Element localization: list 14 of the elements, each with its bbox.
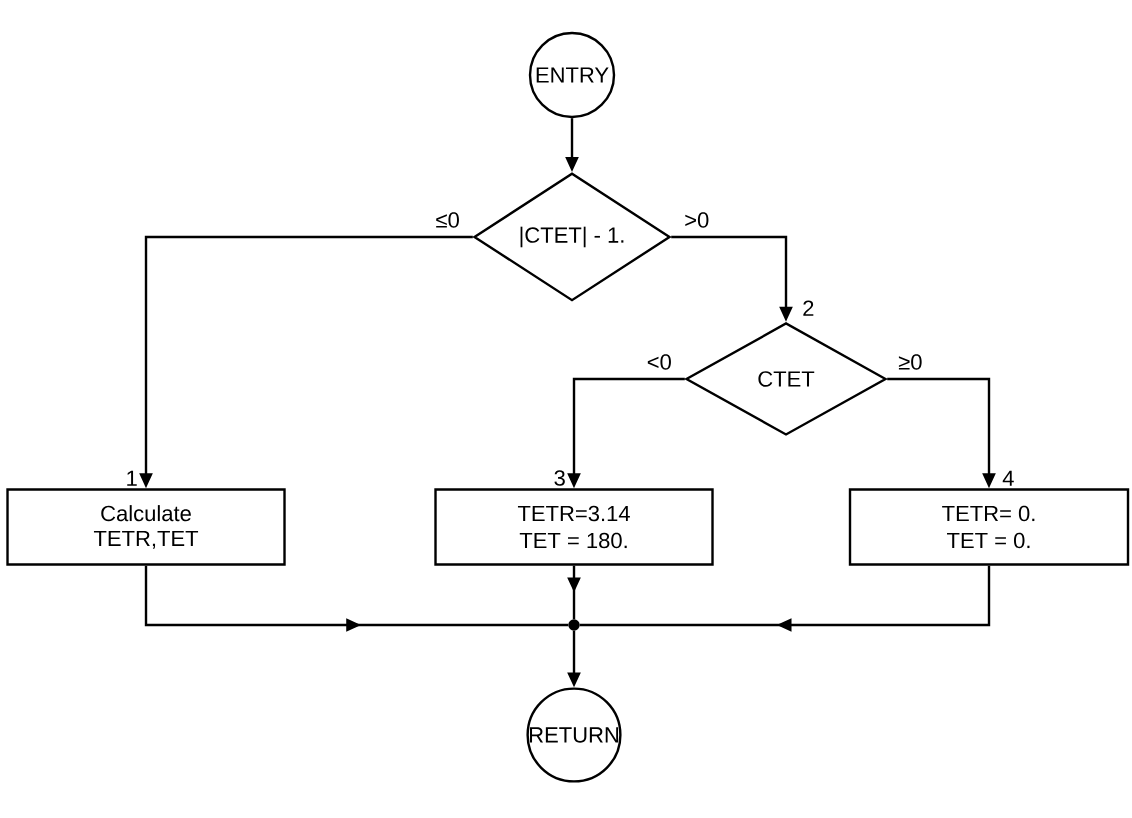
arrow [567, 565, 581, 620]
arrow [144, 565, 569, 632]
edge-label: >0 [685, 212, 709, 228]
process-box: Calculate TETR,TET [6, 488, 286, 566]
edge-label: <0 [647, 354, 671, 370]
process-box: TETR=3.14 TET = 180. [434, 488, 714, 566]
connector-number: 3 [554, 470, 565, 486]
connector-number: 1 [127, 470, 137, 486]
arrow [579, 565, 991, 632]
connector-number: 4 [1002, 470, 1014, 486]
process-box: TETR= 0. TET = 0. [848, 488, 1130, 566]
edge-label: ≥0 [898, 354, 922, 370]
edge-label: ≤0 [436, 212, 459, 228]
connector-number: 2 [803, 300, 814, 316]
